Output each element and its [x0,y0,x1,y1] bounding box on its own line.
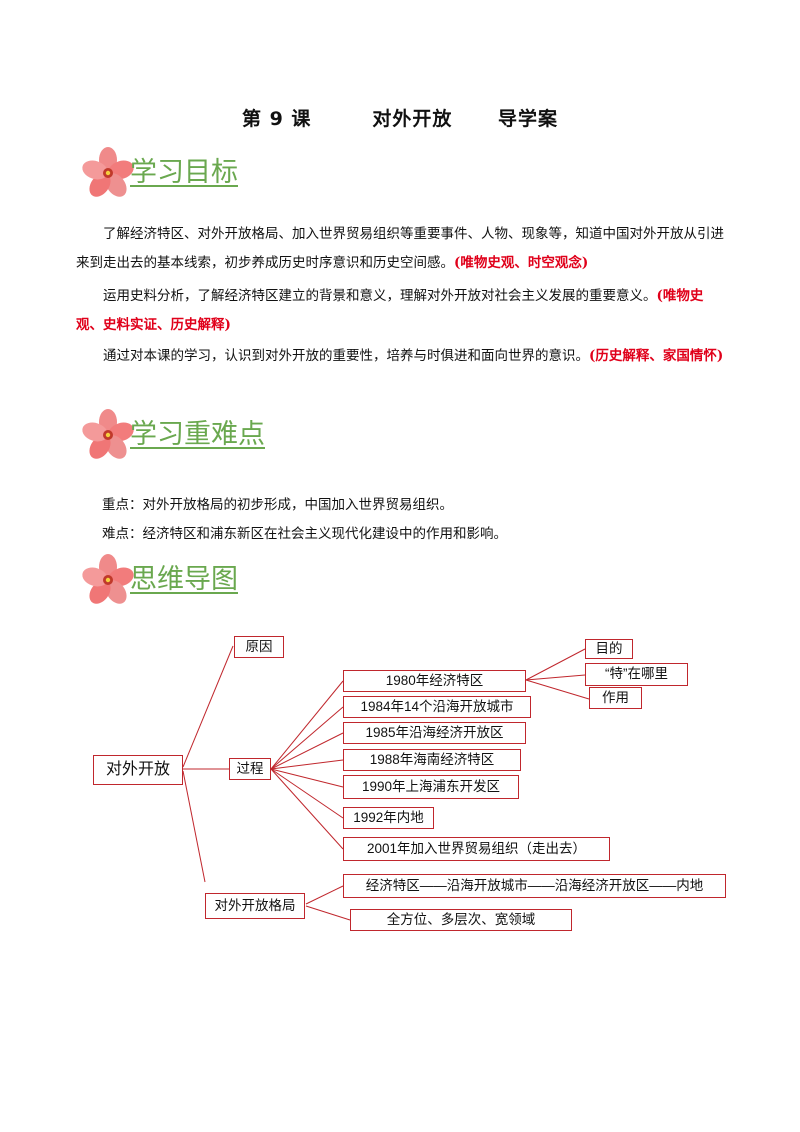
map-sez-item: 作用 [589,687,642,709]
map-process-item: 1984年14个沿海开放城市 [343,696,531,718]
flower-icon [82,409,134,459]
objective-paragraph-2: 运用史料分析，了解经济特区建立的背景和意义，理解对外开放对社会主义发展的重要意义… [76,288,704,333]
objective-tag-1: (唯物史观、时空观念) [454,255,589,271]
map-process-item: 1985年沿海经济开放区 [343,722,526,744]
objective-tag-3: (历史解释、家国情怀) [589,348,724,364]
focus-text: 重点：对外开放格局的初步形成，中国加入世界贸易组织。 [102,497,453,513]
map-root: 对外开放 [93,755,183,785]
mind-map: 对外开放 原因 过程 对外开放格局 1980年经济特区 1984年14个沿海开放… [0,620,800,940]
map-pattern-item: 经济特区——沿海开放城市——沿海经济开放区——内地 [343,874,726,898]
section-heading-mind-map: 思维导图 [130,564,238,595]
map-process-item: 1988年海南经济特区 [343,749,521,771]
mind-map-connectors [182,645,590,921]
map-process: 过程 [229,758,271,780]
map-sez-item: 目的 [585,639,633,659]
map-process-item: 2001年加入世界贸易组织（走出去） [343,837,610,861]
section-heading-objectives: 学习目标 [130,157,238,188]
flower-icon [82,147,134,197]
map-cause: 原因 [234,636,284,658]
map-pattern: 对外开放格局 [205,893,305,919]
map-process-item: 1980年经济特区 [343,670,526,692]
section-heading-key-points: 学习重难点 [130,419,265,450]
objective-tag-2: (唯物史观、史料实证、历史解释) [76,288,704,333]
difficulty-text: 难点：经济特区和浦东新区在社会主义现代化建设中的作用和影响。 [102,526,507,542]
objective-paragraph-3: 通过对本课的学习，认识到对外开放的重要性，培养与时俱进和面向世界的意识。(历史解… [103,348,724,364]
flower-icon [82,554,134,604]
map-process-item: 1992年内地 [343,807,434,829]
page-title: 第 9 课 对外开放 导学案 [241,108,559,130]
map-process-item: 1990年上海浦东开发区 [343,775,519,799]
map-pattern-item: 全方位、多层次、宽领域 [350,909,572,931]
objective-paragraph-1: 了解经济特区、对外开放格局、加入世界贸易组织等重要事件、人物、现象等，知道中国对… [76,226,724,271]
map-sez-item: “特”在哪里 [585,663,688,686]
